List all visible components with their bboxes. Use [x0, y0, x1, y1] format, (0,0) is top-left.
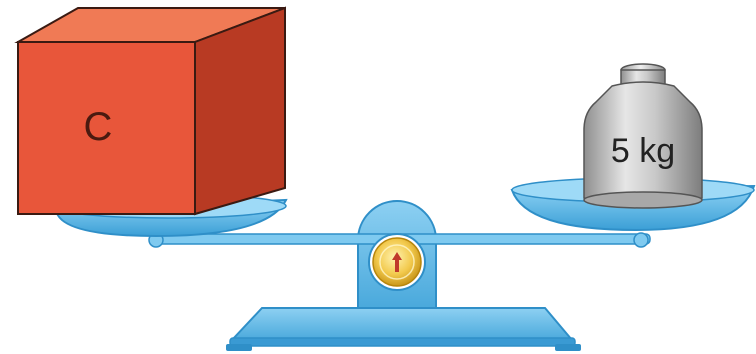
balance-indicator-icon [369, 234, 425, 290]
box-c: C [18, 8, 285, 214]
weight-5kg: 5 kg [584, 64, 702, 208]
weight-label: 5 kg [611, 132, 675, 170]
scale-base [226, 308, 581, 351]
box-label: C [84, 105, 113, 149]
